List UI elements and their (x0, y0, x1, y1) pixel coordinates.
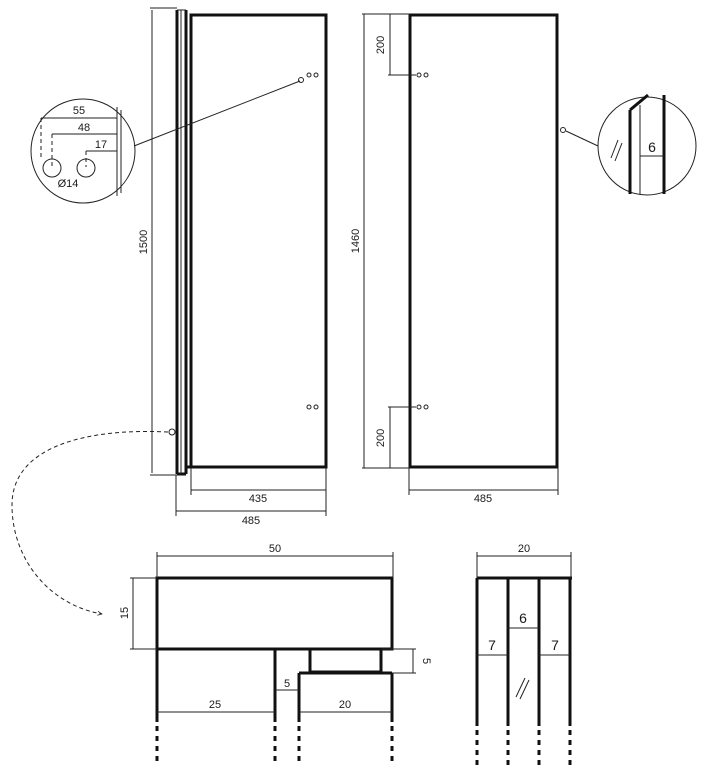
front-view: 1500 435 485 (11, 7, 328, 614)
frame-right-label: 7 (551, 637, 559, 653)
back-cabinet-panel (408, 13, 559, 469)
mount-hole (416, 404, 422, 410)
glass-detail-circle (597, 96, 697, 196)
frame-width-label: 20 (518, 543, 530, 555)
front-inner-width-label: 435 (249, 493, 267, 505)
profile-right-leg-label: 20 (339, 699, 351, 711)
section-callout-arrow (11, 430, 169, 614)
hole-dim-48-label: 48 (78, 122, 90, 134)
mount-hole (306, 72, 312, 78)
detail-pointer-dot (298, 77, 304, 83)
back-view: 1460 200 200 485 (350, 13, 566, 505)
frame-glass-hatch (515, 677, 526, 698)
hole-dim-17-label: 17 (95, 139, 107, 151)
glass-hatch (614, 142, 623, 162)
mount-hole (416, 72, 422, 78)
profile-gap-label: 5 (284, 678, 290, 690)
frame-left-label: 7 (488, 637, 496, 653)
section-pointer-dot (168, 428, 176, 436)
glass-pointer-dot (560, 127, 566, 133)
hole-diameter-label: Ø14 (58, 178, 79, 190)
back-top-offset-label: 200 (375, 36, 387, 54)
hole-detail-circle (30, 98, 136, 204)
profile-left-leg-label: 25 (209, 699, 221, 711)
mount-hole (306, 404, 312, 410)
profile-section: 50 15 25 5 20 5 (119, 543, 432, 766)
back-width-label: 485 (474, 493, 492, 505)
profile-height-label: 15 (119, 607, 131, 619)
profile-top-block (155, 576, 394, 651)
profile-step-label: 5 (420, 658, 432, 664)
frame-glass-label: 6 (519, 610, 527, 626)
front-outer-width-label: 485 (242, 515, 260, 527)
glass-thickness-label: 6 (648, 139, 656, 155)
glass-detail-leader (565, 130, 599, 147)
front-door-panel (189, 13, 328, 469)
frame-section: 20 7 6 7 (475, 543, 572, 766)
hole-dim-55-label: 55 (73, 105, 85, 117)
glass-hatch (610, 139, 619, 159)
profile-width-label: 50 (269, 543, 281, 555)
hole-circle (42, 158, 62, 178)
hole-detail: 55 48 17 Ø14 (30, 80, 301, 204)
mount-hole (423, 72, 429, 78)
front-height-label: 1500 (138, 230, 150, 254)
back-bottom-offset-label: 200 (375, 429, 387, 447)
profile-step-block (308, 647, 383, 674)
hole-detail-leader (133, 80, 301, 147)
mount-hole (423, 404, 429, 410)
frame-glass-hatch (519, 679, 530, 700)
mount-hole (313, 72, 319, 78)
glass-top-edge (629, 93, 649, 112)
hole-circle (76, 158, 96, 178)
back-height-label: 1460 (350, 229, 362, 253)
glass-detail: 6 (565, 93, 697, 196)
mount-hole (313, 404, 319, 410)
